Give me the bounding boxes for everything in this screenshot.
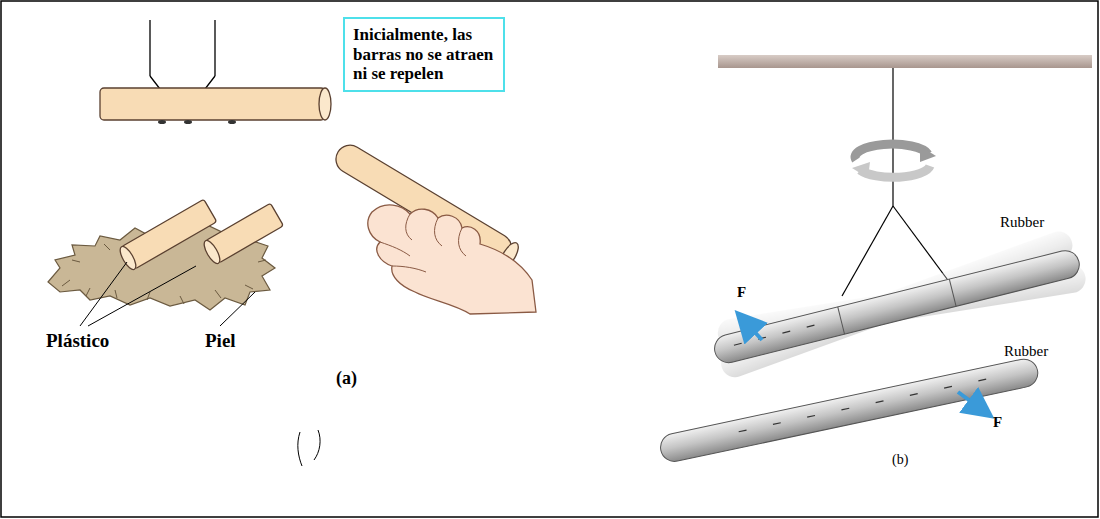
note-box: Inicialmente, las barras no se atraen ni…	[343, 17, 505, 92]
force-label: F	[993, 414, 1002, 431]
material-label: Piel	[205, 330, 236, 352]
material-label: Rubber	[1004, 343, 1048, 360]
panel-label: (a)	[336, 368, 357, 389]
panel-label: (b)	[892, 452, 908, 468]
note-text: Inicialmente, las barras no se atraen ni…	[353, 25, 495, 84]
material-label: Plástico	[46, 330, 109, 352]
force-label: F	[737, 284, 746, 301]
material-label: Rubber	[1000, 214, 1044, 231]
